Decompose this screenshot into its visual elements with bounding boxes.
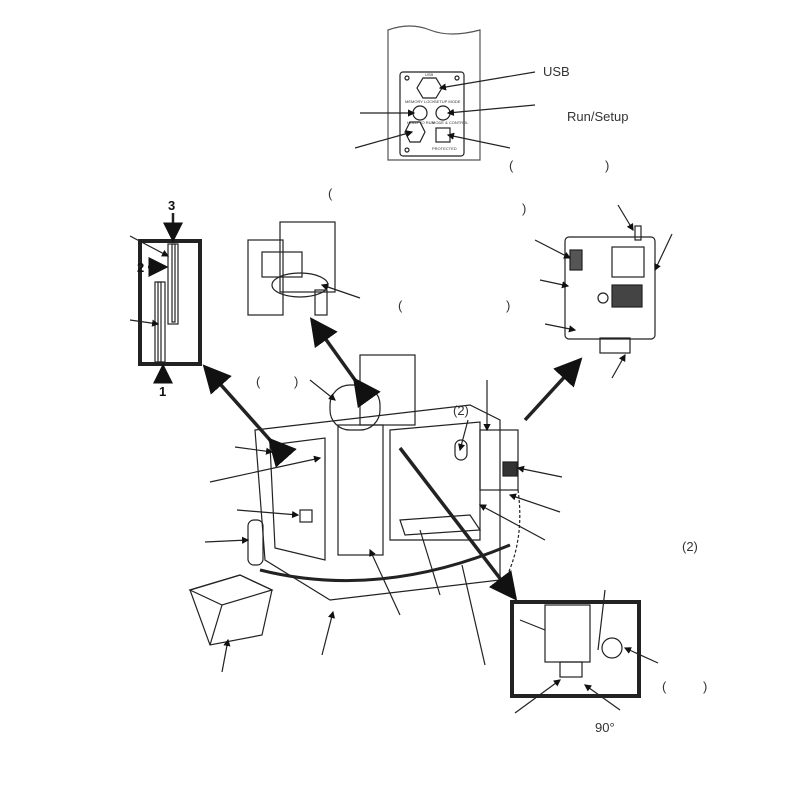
inset-number-1: 1 <box>159 384 167 399</box>
machine-body-illustration <box>247 354 521 601</box>
paren-open: ( <box>328 186 333 201</box>
inset-number-3: 3 <box>168 198 176 213</box>
panel-mode-label: MODE & CONTROL <box>432 120 469 125</box>
paren-close: ) <box>522 201 527 216</box>
paren-open: ( <box>256 374 261 389</box>
coolant-count-label: (2) <box>453 403 469 418</box>
paren-open: ( <box>509 158 514 173</box>
usb-port-icon <box>416 77 443 99</box>
right-count-label: (2) <box>682 539 698 554</box>
operator-switch-panel <box>387 25 481 161</box>
paren-close: ) <box>703 679 708 694</box>
inset-number-2: 2 <box>137 260 145 275</box>
chip-bin-illustration <box>188 574 274 646</box>
panel-memory-lock-label: MEMORY LOCK <box>405 99 435 104</box>
spindle-head-illustration <box>247 221 336 316</box>
panel-setup-mode-label: SETUP MODE <box>434 99 461 104</box>
spindle-detail-inset <box>510 600 641 698</box>
run-setup-label: Run/Setup <box>567 109 629 124</box>
control-pendant-illustration <box>564 225 656 354</box>
paren-close: ) <box>294 374 299 389</box>
paren-open: ( <box>398 298 403 313</box>
tool-change-inset <box>138 239 202 366</box>
paren-close: ) <box>605 158 610 173</box>
panel-usb-label: USB <box>425 72 434 77</box>
panel-hold-to-run-label: HOLD TO RUN <box>407 120 435 125</box>
usb-label: USB <box>543 64 570 79</box>
paren-open: ( <box>662 679 667 694</box>
panel-protected-label: PROTECTED <box>432 146 457 151</box>
paren-close: ) <box>506 298 511 313</box>
angle-label: 90° <box>595 720 615 735</box>
